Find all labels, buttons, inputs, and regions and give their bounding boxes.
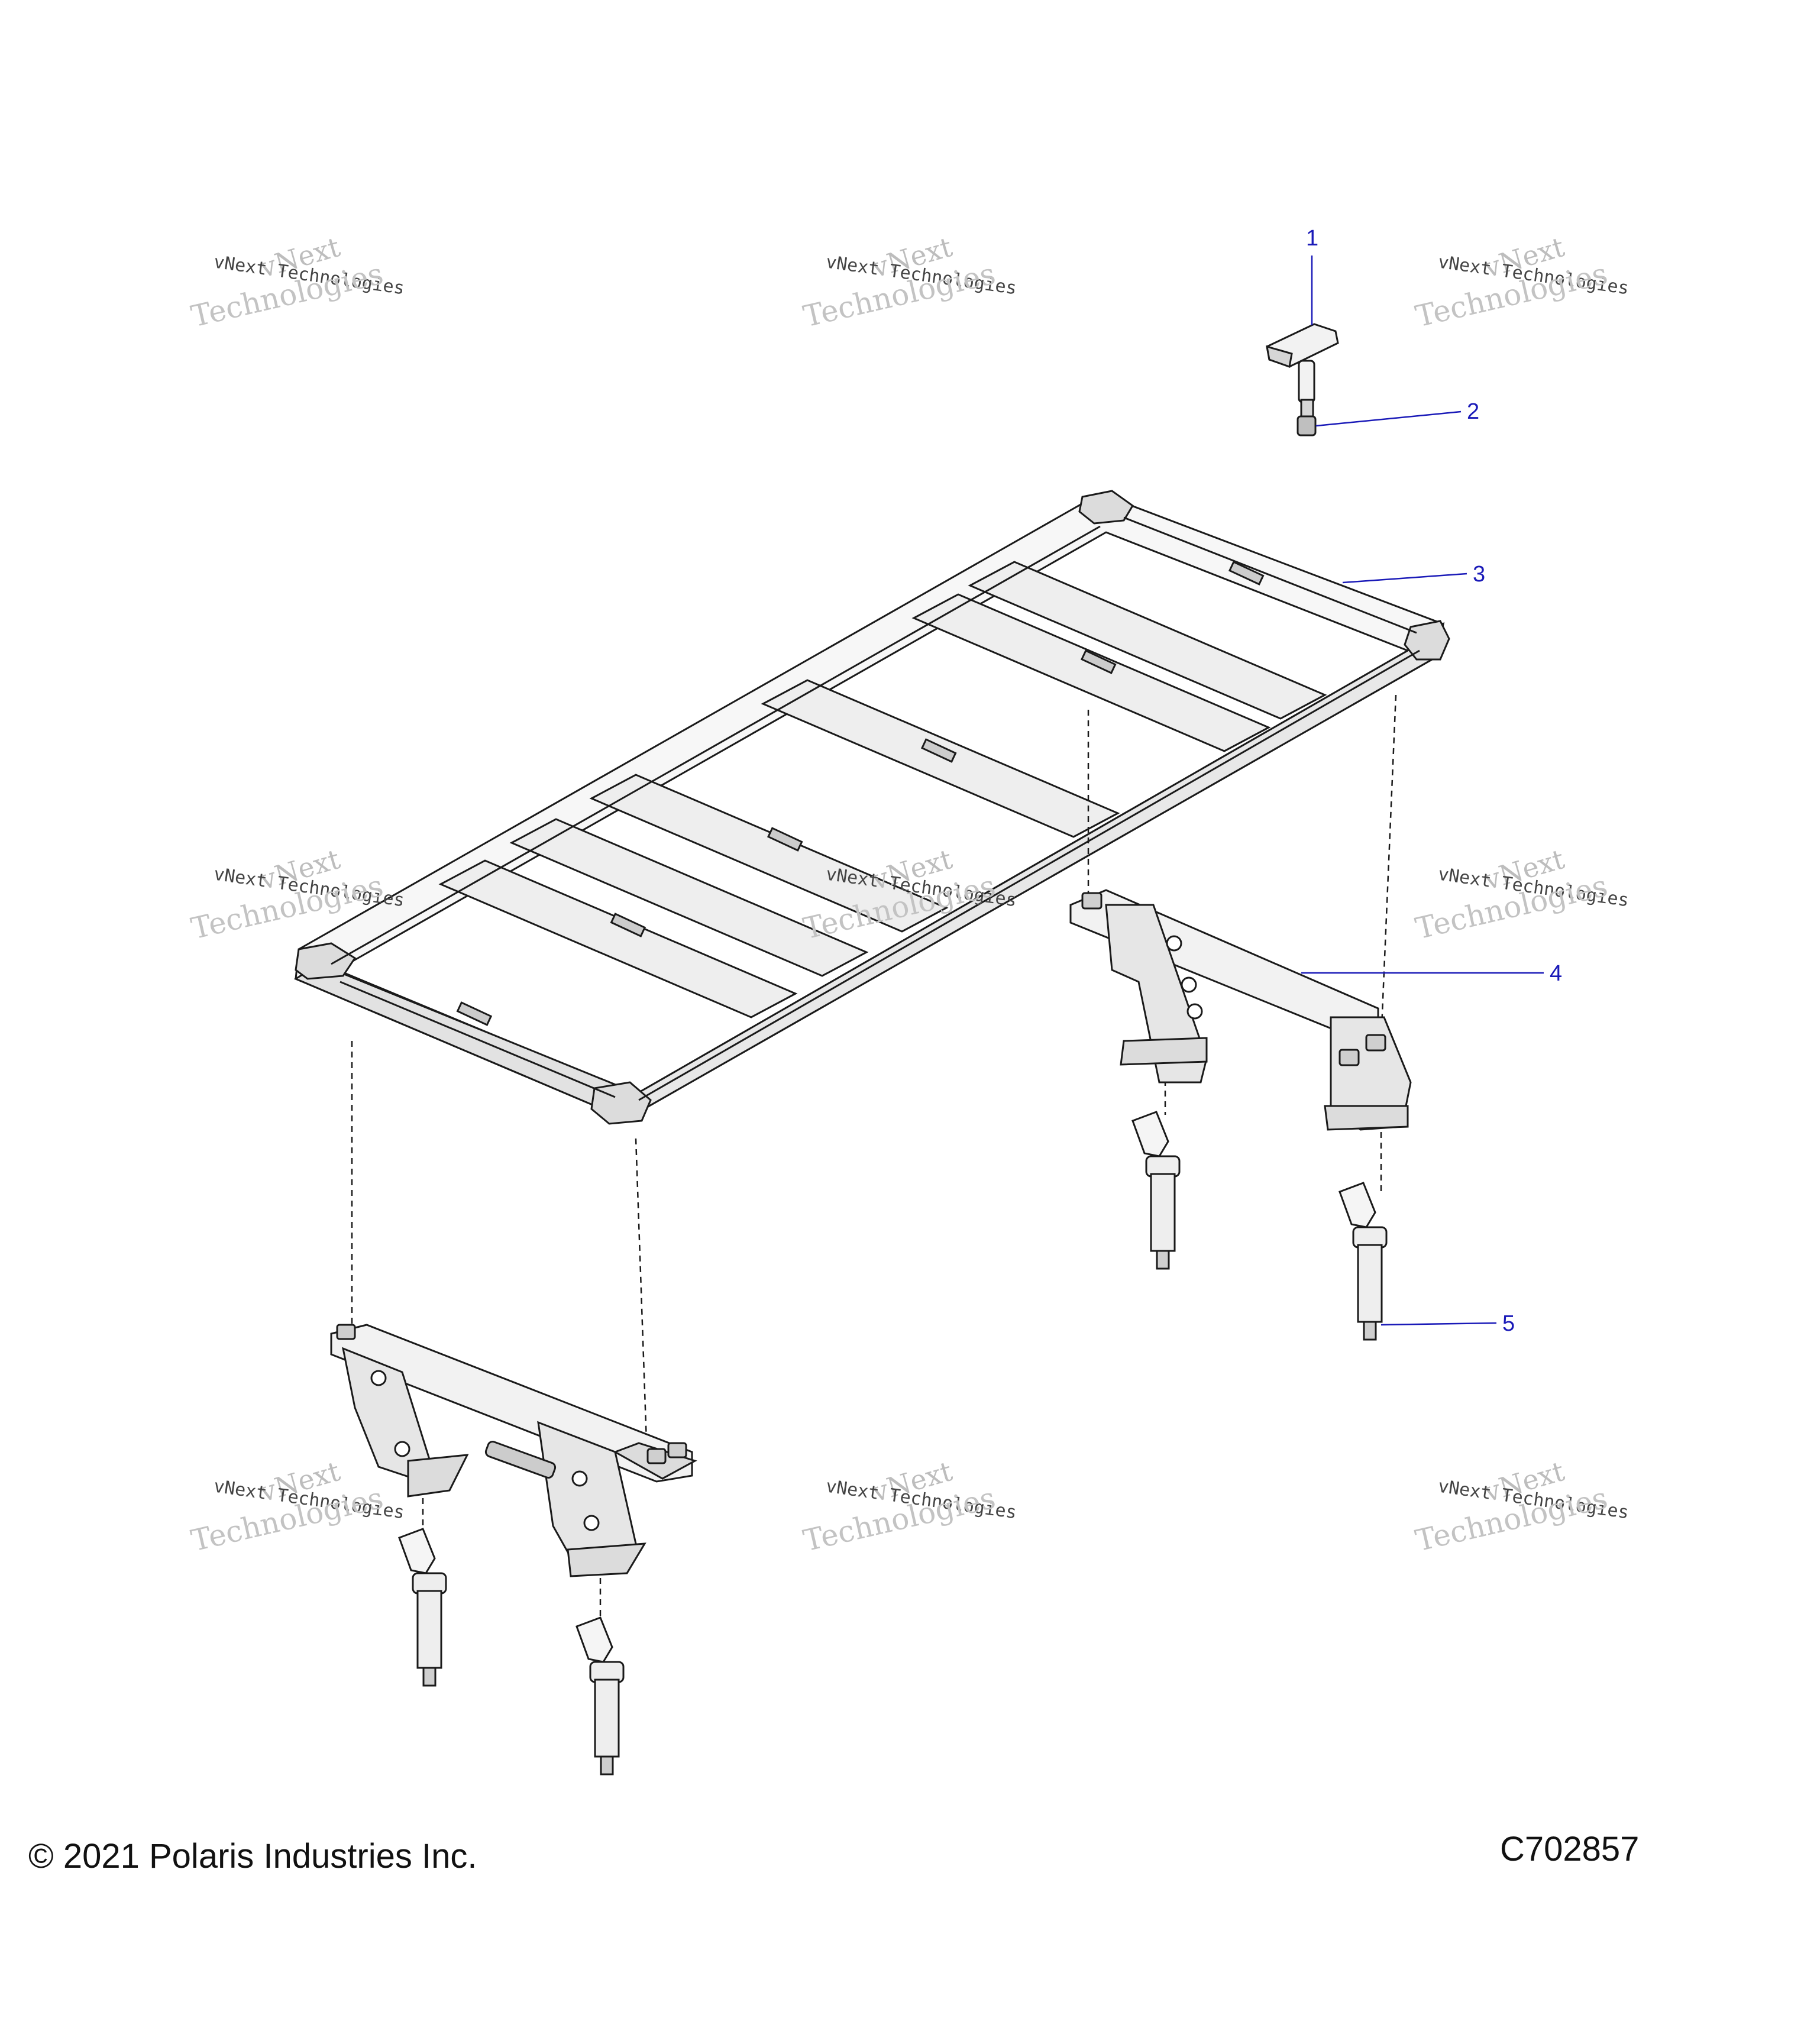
watermark: vNext vNext Technologies Technologies — [1412, 843, 1630, 946]
latch-pin — [398, 1528, 447, 1687]
callout-5: 5 — [1502, 1311, 1515, 1336]
t-handle-tool — [1266, 323, 1339, 436]
watermark: vNext vNext Technologies Technologies — [1412, 1455, 1630, 1558]
roof-rack — [293, 490, 1450, 1125]
watermark: vNext vNext Technologies Technologies — [187, 1455, 406, 1558]
watermark: vNext vNext Technologies Technologies — [800, 1455, 1018, 1558]
mount-bracket-left — [330, 1324, 697, 1577]
diagram-code: C702857 — [1500, 1830, 1640, 1868]
watermark: vNext vNext Technologies Technologies — [800, 843, 1018, 946]
latch-pins — [398, 1111, 1388, 1775]
watermark: vNext vNext Technologies Technologies — [187, 843, 406, 946]
latch-pin — [576, 1616, 625, 1775]
watermark: vNext vNext Technologies Technologies — [1412, 231, 1630, 334]
callout-3: 3 — [1473, 562, 1486, 587]
leader-lines — [1301, 256, 1544, 1326]
callout-1: 1 — [1306, 226, 1319, 251]
callout-4: 4 — [1550, 961, 1563, 986]
watermark: vNext vNext Technologies Technologies — [187, 231, 406, 334]
copyright-text: © 2021 Polaris Industries Inc. — [28, 1837, 477, 1875]
latch-pin — [1131, 1111, 1181, 1270]
callout-2: 2 — [1467, 399, 1480, 424]
mount-bracket-right — [1069, 889, 1412, 1131]
watermark: vNext vNext Technologies Technologies — [800, 231, 1018, 334]
latch-pin — [1338, 1182, 1388, 1341]
